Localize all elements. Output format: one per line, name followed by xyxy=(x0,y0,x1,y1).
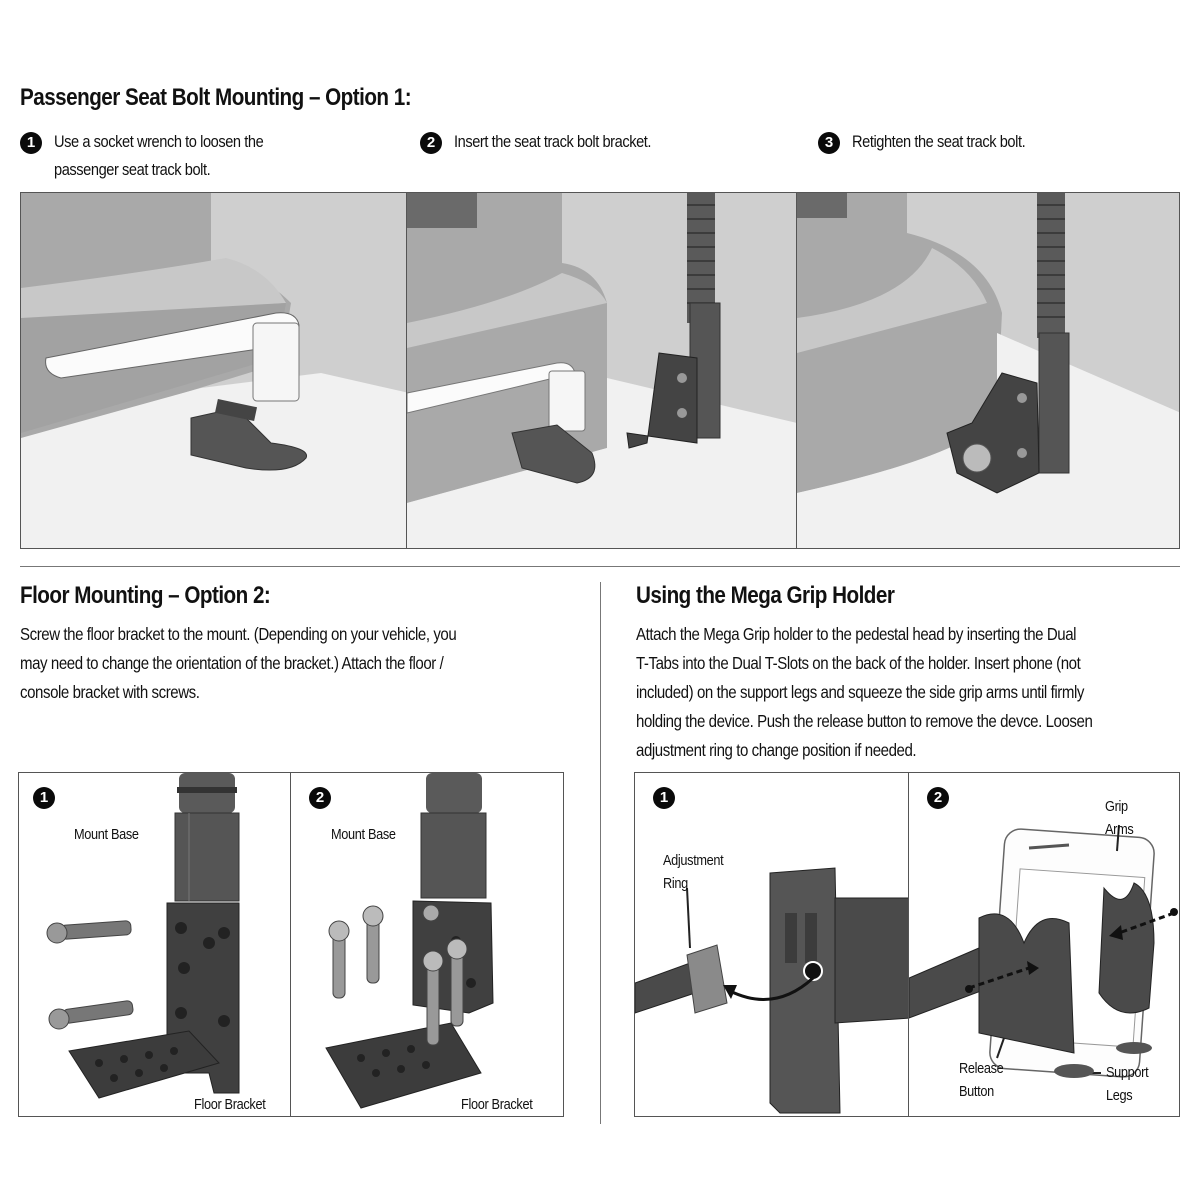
floor-illustration-1: 1 Mount Base Floor Bracket xyxy=(18,772,292,1117)
grip-arms-label-line-1: Grip xyxy=(1105,798,1128,815)
floor-desc-line: may need to change the orientation of th… xyxy=(20,653,444,673)
adjustment-ring-label-line-2: Ring xyxy=(663,875,688,892)
seat-step-1-line-2: passenger seat track bolt. xyxy=(54,160,211,179)
step-number-badge: 1 xyxy=(20,132,42,154)
mount-base-label: Mount Base xyxy=(331,826,396,843)
seat-step-2-text: Insert the seat track bolt bracket. xyxy=(454,132,652,151)
floor-mount-description: Screw the floor bracket to the mount. (D… xyxy=(20,620,457,707)
step-number-badge: 1 xyxy=(33,787,55,809)
grip-desc-line: T-Tabs into the Dual T-Slots on the back… xyxy=(636,653,1081,673)
floor-bracket-label: Floor Bracket xyxy=(461,1096,533,1113)
seat-step-1-line-1: Use a socket wrench to loosen the xyxy=(54,132,264,151)
floor-bracket-assembled-illustration xyxy=(325,773,494,1109)
floor-illustration-2: 2 Mount Base Floor Bracket xyxy=(290,772,564,1117)
adjustment-ring-label: Adjustment Ring xyxy=(663,849,724,895)
retighten-bolt-illustration xyxy=(797,193,1179,548)
seat-illustration-1 xyxy=(20,192,408,549)
insert-bracket-illustration xyxy=(407,193,797,548)
seat-illustration-2 xyxy=(406,192,798,549)
seat-step-1: 1 Use a socket wrench to loosen the pass… xyxy=(20,132,297,184)
floor-bracket-exploded-illustration xyxy=(46,773,240,1099)
step-number-badge: 1 xyxy=(653,787,675,809)
release-button-label-line-2: Button xyxy=(959,1083,994,1100)
support-legs-label-line-2: Legs xyxy=(1106,1087,1133,1104)
grip-arms-label-line-2: Arms xyxy=(1105,821,1134,838)
step-number-badge: 2 xyxy=(420,132,442,154)
grip-desc-line: Attach the Mega Grip holder to the pedes… xyxy=(636,624,1077,644)
support-legs-label: Support Legs xyxy=(1106,1061,1149,1107)
adjustment-ring-label-line-1: Adjustment xyxy=(663,852,724,869)
section-divider xyxy=(20,566,1180,567)
floor-mount-title: Floor Mounting – Option 2: xyxy=(20,582,271,609)
mega-grip-description: Attach the Mega Grip holder to the pedes… xyxy=(636,620,1093,765)
mount-base-label: Mount Base xyxy=(74,826,139,843)
seat-illustration-3 xyxy=(796,192,1180,549)
floor-desc-line: Screw the floor bracket to the mount. (D… xyxy=(20,624,457,644)
release-button-label: Release Button xyxy=(959,1057,1004,1103)
grip-arms-label: Grip Arms xyxy=(1105,795,1134,841)
release-button-label-line-1: Release xyxy=(959,1060,1004,1077)
grip-illustration-2: 2 Grip Arms Release Button Support Legs xyxy=(908,772,1180,1117)
grip-desc-line: adjustment ring to change position if ne… xyxy=(636,740,917,760)
mega-grip-title: Using the Mega Grip Holder xyxy=(636,582,895,609)
seat-step-1-text: Use a socket wrench to loosen the passen… xyxy=(54,128,264,184)
wrench-loosening-bolt-illustration xyxy=(21,193,407,548)
column-divider xyxy=(600,582,601,1124)
attach-holder-illustration xyxy=(635,867,909,1114)
step-number-badge: 2 xyxy=(309,787,331,809)
seat-step-3-text: Retighten the seat track bolt. xyxy=(852,132,1026,151)
step-number-badge: 2 xyxy=(927,787,949,809)
step-number-badge: 3 xyxy=(818,132,840,154)
seat-step-2: 2 Insert the seat track bolt bracket. xyxy=(420,132,683,156)
floor-desc-line: console bracket with screws. xyxy=(20,682,200,702)
seat-step-3: 3 Retighten the seat track bolt. xyxy=(818,132,1053,156)
support-legs-label-line-1: Support xyxy=(1106,1064,1149,1081)
grip-desc-line: included) on the support legs and squeez… xyxy=(636,682,1084,702)
seat-mount-title: Passenger Seat Bolt Mounting – Option 1: xyxy=(20,84,412,111)
grip-desc-line: holding the device. Push the release but… xyxy=(636,711,1093,731)
floor-bracket-label: Floor Bracket xyxy=(194,1096,266,1113)
grip-illustration-1: 1 Adjustment Ring xyxy=(634,772,910,1117)
insert-phone-illustration xyxy=(909,824,1178,1078)
